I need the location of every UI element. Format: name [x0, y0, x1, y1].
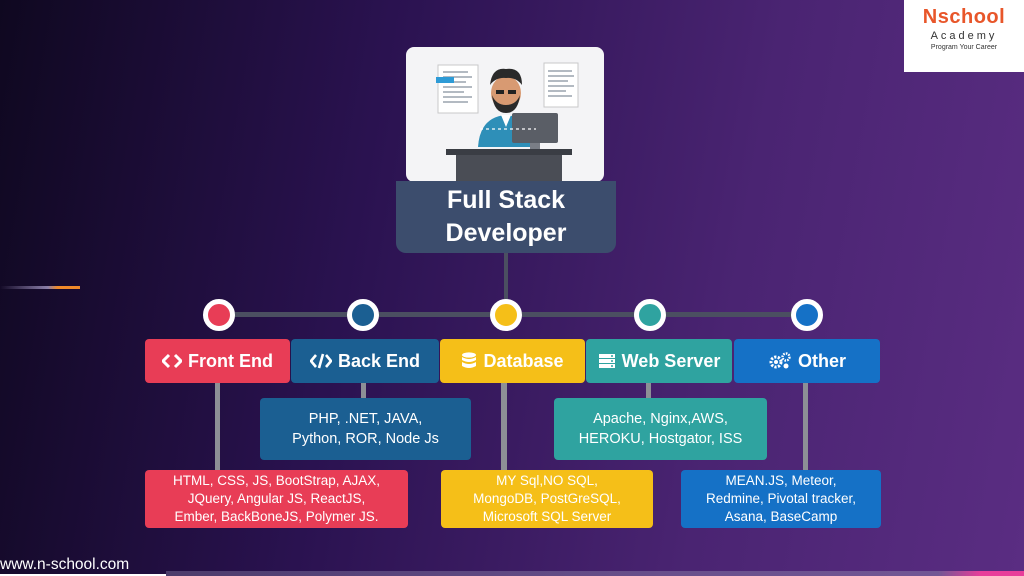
node-front-end: [203, 299, 235, 331]
detail-line: PHP, .NET, JAVA,: [308, 411, 423, 427]
footer-underline: [0, 574, 166, 576]
server-icon: [598, 354, 615, 368]
category-database: Database: [440, 339, 585, 383]
logo-academy: Academy: [930, 30, 998, 42]
detail-line: Apache, Nginx,AWS,: [593, 411, 728, 427]
category-front-end: Front End: [145, 339, 290, 383]
node-back-end: [347, 299, 379, 331]
stem-other: [803, 382, 808, 472]
category-web-server: Web Server: [586, 339, 732, 383]
detail-line: Ember, BackBoneJS, Polymer JS.: [174, 509, 379, 524]
footer-bar: [166, 571, 1024, 576]
detail-line: MEAN.JS, Meteor,: [725, 473, 837, 488]
stem-front-end: [215, 382, 220, 472]
detail-line: MY Sql,NO SQL,: [496, 473, 598, 488]
title-connector: [504, 253, 508, 314]
logo-name: Nschool: [922, 6, 1006, 28]
category-back-end: Back End: [291, 339, 439, 383]
main-title: Full Stack Developer: [396, 181, 616, 253]
title-line-1: Full Stack: [446, 186, 566, 214]
web-server-details: Apache, Nginx,AWS, HEROKU, Hostgator, IS…: [554, 398, 767, 460]
detail-line: MongoDB, PostGreSQL,: [473, 491, 621, 506]
category-label: Database: [483, 350, 564, 371]
detail-line: Microsoft SQL Server: [482, 509, 612, 524]
other-details: MEAN.JS, Meteor, Redmine, Pivotal tracke…: [681, 470, 881, 528]
logo: Nschool Academy Program Your Career: [904, 0, 1024, 72]
gears-icon: [769, 352, 791, 369]
node-other: [791, 299, 823, 331]
node-web-server: [634, 299, 666, 331]
detail-line: JQuery, Angular JS, ReactJS,: [187, 491, 366, 506]
front-end-details: HTML, CSS, JS, BootStrap, AJAX, JQuery, …: [145, 470, 408, 528]
category-label: Back End: [337, 350, 421, 371]
detail-line: HEROKU, Hostgator, ISS: [578, 431, 743, 447]
detail-line: Redmine, Pivotal tracker,: [705, 491, 857, 506]
code-brackets-icon: [162, 353, 182, 369]
database-details: MY Sql,NO SQL, MongoDB, PostGreSQL, Micr…: [441, 470, 653, 528]
developer-at-desk-icon: [436, 62, 579, 182]
back-end-details: PHP, .NET, JAVA, Python, ROR, Node Js: [260, 398, 471, 460]
footer-url[interactable]: www.n-school.com: [0, 556, 130, 573]
developer-illustration: [406, 47, 604, 182]
detail-line: HTML, CSS, JS, BootStrap, AJAX,: [172, 473, 381, 488]
category-label: Web Server: [621, 350, 721, 371]
category-label: Other: [797, 350, 846, 371]
decor-dash: [0, 286, 80, 289]
category-label: Front End: [188, 350, 273, 371]
stem-web-server: [646, 382, 651, 400]
logo-tagline: Program Your Career: [930, 44, 998, 51]
stem-database: [501, 382, 507, 472]
stem-back-end: [361, 382, 366, 400]
detail-line: Asana, BaseCamp: [724, 509, 838, 524]
category-other: Other: [734, 339, 880, 383]
code-slash-icon: [309, 353, 332, 369]
database-icon: [462, 352, 477, 368]
title-line-2: Developer: [445, 219, 567, 247]
detail-line: Python, ROR, Node Js: [292, 431, 439, 447]
node-database: [490, 299, 522, 331]
